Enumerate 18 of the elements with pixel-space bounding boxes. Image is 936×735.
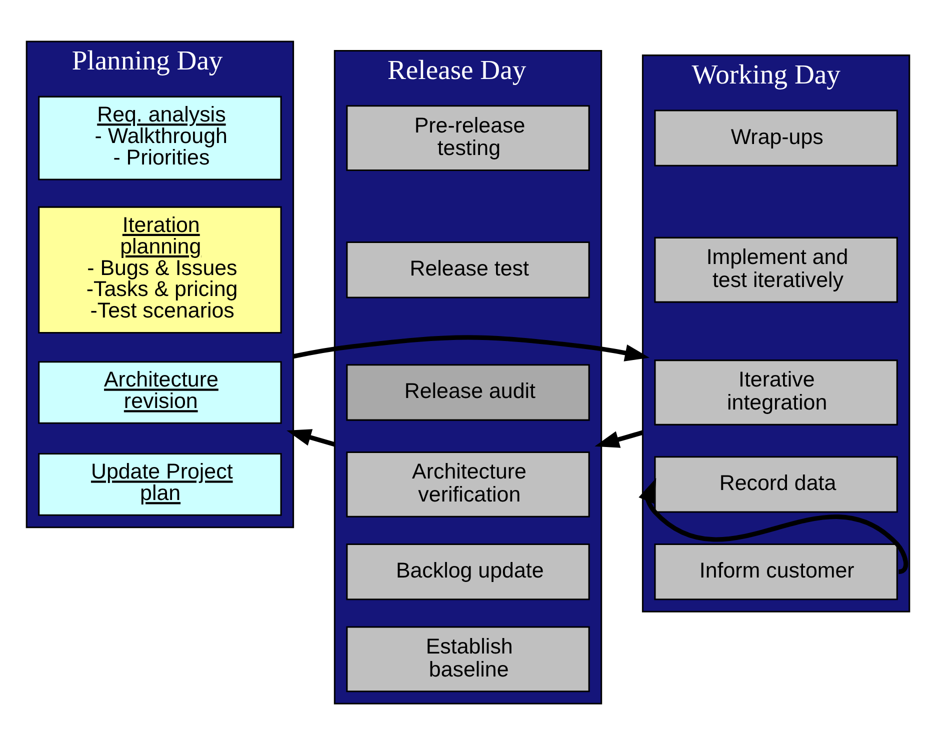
node-box: Wrap-ups [654,109,898,166]
node-box: Iterative integration [654,359,898,425]
node-box: Establish baseline [346,626,590,692]
node-box: Release test [346,241,590,298]
arrow [286,428,336,446]
node-box: Iteration planning - Bugs & Issues -Tasks & pricing -Test scenarios [38,206,282,333]
node-box: Record data [654,456,898,512]
node-box: Architecture revision [38,360,282,424]
node-box: Implement and test iteratively [654,236,898,302]
node-box: Architecture verification [346,451,590,517]
node-box: Inform customer [654,542,898,600]
arrow [292,334,650,361]
node-box: Pre-release testing [346,104,590,171]
node-box: Backlog update [346,542,590,600]
node-box: Release audit [346,364,590,420]
arrow [594,430,644,448]
node-box: Update Project plan [38,452,282,516]
node-box: Req. analysis - Walkthrough - Priorities [38,95,282,180]
